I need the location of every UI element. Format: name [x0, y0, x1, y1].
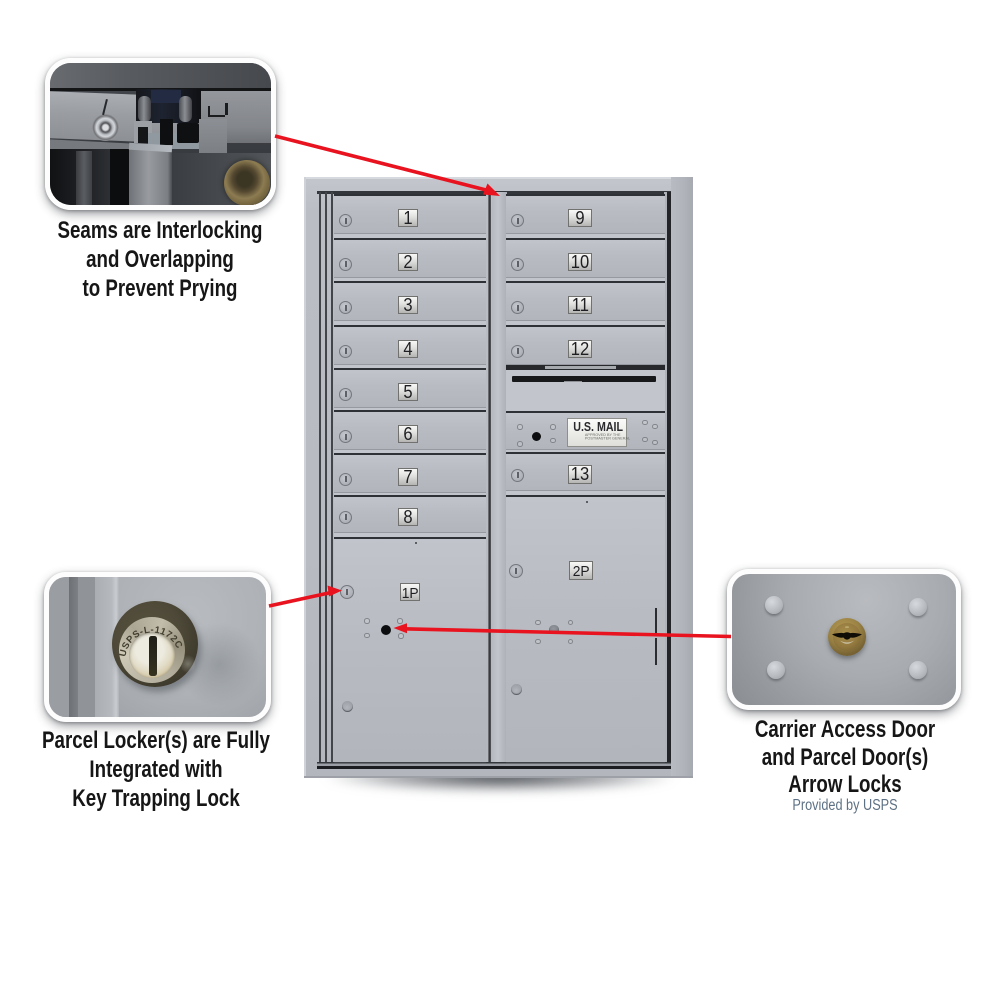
svg-text:USPS-L-1172C: USPS-L-1172C	[119, 625, 185, 658]
